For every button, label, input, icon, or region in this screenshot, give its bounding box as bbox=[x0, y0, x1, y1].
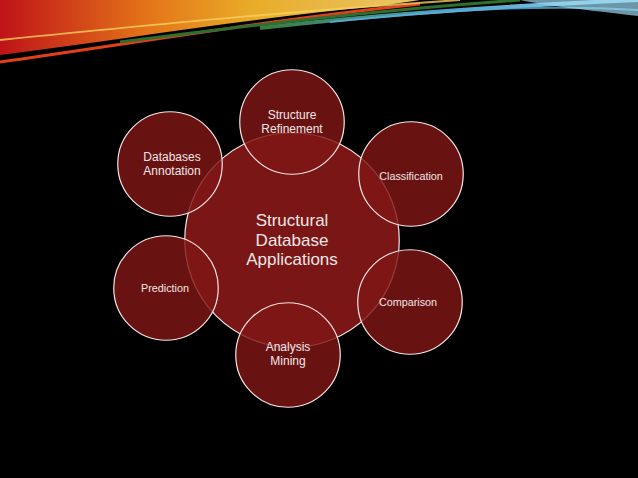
hub-label: Structural Database Applications bbox=[232, 211, 352, 270]
satellite-circle: Comparison bbox=[357, 249, 463, 355]
node-label: Structure Refinement bbox=[247, 109, 337, 137]
satellite-circle: Structure Refinement bbox=[239, 69, 345, 175]
satellite-circle: Analysis Mining bbox=[235, 302, 341, 408]
satellite-circle: Prediction bbox=[113, 235, 219, 341]
satellite-circle: Databases Annotation bbox=[117, 111, 223, 217]
node-label: Analysis Mining bbox=[248, 341, 328, 369]
node-label: Prediction bbox=[119, 282, 212, 294]
satellite-circle: Classification bbox=[358, 121, 464, 227]
node-label: Comparison bbox=[362, 296, 455, 308]
node-label: Classification bbox=[365, 170, 458, 182]
node-label: Databases Annotation bbox=[132, 151, 212, 179]
